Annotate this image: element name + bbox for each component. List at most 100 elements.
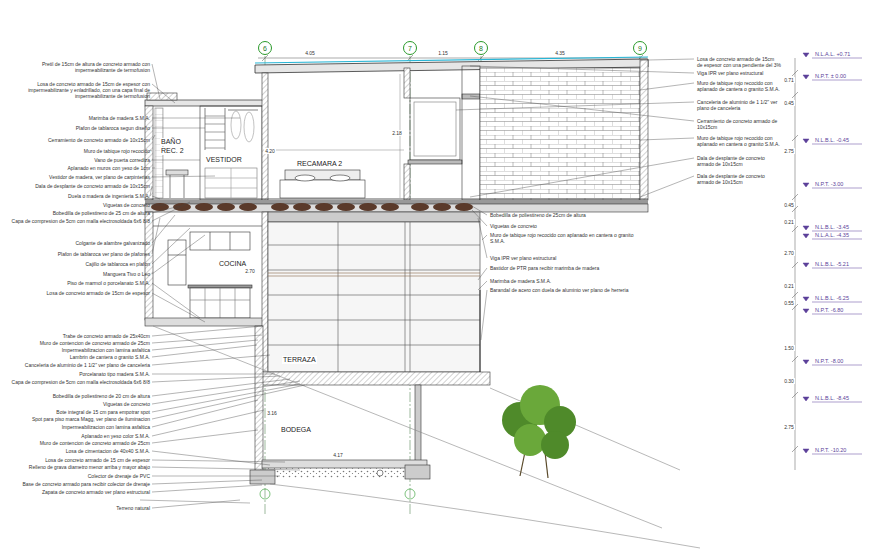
leader-line — [152, 476, 280, 477]
callout-note: Muro de contencion de concreto armado de… — [10, 440, 150, 446]
dimension: 0.21 — [783, 283, 795, 289]
leader-line — [152, 235, 205, 274]
leader-line — [640, 176, 694, 197]
callout-note: Aplanado en muros con yeso de 1cm — [10, 165, 150, 171]
level-mark: N.P.T. ± 0.00 — [815, 73, 846, 79]
callout-note: Dala de desplante de concreto armado de … — [697, 155, 781, 167]
leader-line — [152, 326, 263, 336]
leader-line — [152, 160, 200, 161]
level-mark: N.L.A.L. +0.71 — [815, 51, 850, 57]
room-name: BAÑO — [160, 138, 182, 146]
leader-line — [470, 66, 694, 73]
leader-line — [152, 410, 264, 436]
callout-note: Vano de puerta corrediza — [10, 157, 150, 163]
leader-line — [152, 135, 155, 140]
leader-line — [152, 206, 180, 213]
callout-note: Capa de compresion de 5cm con malla elec… — [10, 218, 150, 224]
dimension: 0.71 — [783, 77, 795, 83]
dimension: 3.16 — [266, 410, 278, 416]
callout-note: Trabe de concreto armado de 25x40cm — [10, 333, 150, 339]
dimension: 4.17 — [332, 452, 344, 458]
leader-line — [152, 345, 257, 357]
callout-note: Plafon de tablaroca ver plano de plafone… — [10, 251, 150, 257]
terrain-lines — [140, 326, 700, 548]
level-mark: N.L.B.L. -0.45 — [815, 137, 849, 143]
level-mark: N.P.T. -8.00 — [815, 358, 843, 364]
callout-note: Bote integral de 15 cm para empotrar spo… — [10, 409, 150, 415]
leader-line — [470, 158, 694, 197]
callout-note: Barandal de acero con duela de aluminio … — [490, 287, 640, 293]
leader-line — [152, 385, 305, 419]
kitchen-level — [145, 212, 480, 372]
leader-line — [152, 228, 190, 264]
leader-line — [152, 340, 258, 350]
level-mark: N.L.B.L. -5.21 — [815, 261, 849, 267]
leader-line — [481, 290, 487, 340]
tree — [502, 385, 576, 478]
callout-note: Cerramiento de concreto armado de 10x15c… — [10, 137, 150, 143]
dimension: 2.70 — [244, 268, 256, 274]
callout-note: Dala de desplante de concreto armado de … — [697, 173, 781, 185]
leader-line — [472, 206, 487, 215]
callout-note: Bobedilla de poliestireno de 20 cm de al… — [10, 393, 150, 399]
dimension: 4.05 — [304, 50, 316, 56]
grid-bubble: 9 — [633, 41, 647, 55]
level-mark: N.L.B.L. -3.45 — [815, 224, 849, 230]
callout-note: Aplanado en yeso color S.M.A. — [10, 433, 150, 439]
dimension: 1.15 — [437, 50, 449, 56]
callout-note: Vestidor de madera, ver plano de carpint… — [10, 174, 150, 180]
leader-line — [152, 485, 262, 492]
leader-line — [150, 150, 152, 151]
leader-line — [152, 500, 240, 508]
leader-line — [152, 335, 262, 343]
leader-line — [478, 268, 487, 280]
callout-note: Terreno natural — [10, 505, 150, 511]
callout-note: Piso de marmol o porcelanato S.M.A. — [10, 280, 150, 286]
grid-bubble: 6 — [258, 41, 272, 55]
leader-line — [152, 293, 205, 322]
floor-slab — [145, 199, 648, 212]
leader-line — [152, 467, 300, 470]
callout-note: Relleno de grava diametro menor arriba y… — [10, 464, 150, 470]
room-name: VESTIDOR — [205, 156, 243, 164]
level-mark: N.P.T. -10.20 — [815, 447, 846, 453]
grid-bubble: 7 — [403, 41, 417, 55]
callout-note: Plafon de tablaroca segun diseño — [10, 125, 150, 131]
grid-number: 8 — [479, 45, 483, 52]
callout-note: Cajillo de tablaroca en plafon — [10, 261, 150, 267]
dimension: 0.30 — [783, 378, 795, 384]
callout-note: Losa de cimentacion de 40x40 S.M.A. — [10, 448, 150, 454]
dimension: 4.20 — [264, 148, 276, 154]
callout-note: Pretil de 15cm de altura de concreto arm… — [10, 61, 150, 73]
level-mark: N.L.B.L. -8.45 — [815, 395, 849, 401]
leader-line — [152, 376, 280, 382]
callout-note: Spot para piso marca Magg, ver plano de … — [10, 416, 150, 422]
callout-note: Duela o madera de ingenieria S.M.A. — [10, 193, 150, 199]
leader-line — [152, 202, 190, 221]
dimension: 1.50 — [783, 345, 795, 351]
leader-line — [152, 84, 175, 103]
room-name: TERRAZA — [282, 356, 317, 364]
room-name: COCINA — [218, 260, 247, 268]
leader-line — [152, 64, 160, 99]
callout-note: Marimba de madera S.M.A. — [10, 115, 150, 121]
leader-line — [152, 430, 258, 443]
callout-note: Viga IPR ver plano estructural — [490, 255, 640, 261]
room-name: RECAMARA 2 — [296, 160, 343, 168]
dimension: 0.21 — [783, 219, 795, 225]
leader-line — [152, 460, 285, 462]
grid-axes — [265, 56, 640, 515]
leader-line — [478, 281, 487, 290]
leader-line — [640, 83, 694, 90]
leader-line — [152, 176, 215, 177]
grid-number: 9 — [638, 45, 642, 52]
callout-note: Zapata de concreto armado ver plano estr… — [10, 489, 150, 495]
grid-bubble: 8 — [474, 41, 488, 55]
dimension: 2.75 — [783, 424, 795, 430]
leader-line — [152, 218, 160, 254]
leader-line — [152, 355, 270, 365]
leader-line — [152, 196, 160, 199]
callout-note: Cerramiento de concreto armado de 10x15c… — [697, 118, 781, 130]
leader-line — [152, 283, 200, 318]
